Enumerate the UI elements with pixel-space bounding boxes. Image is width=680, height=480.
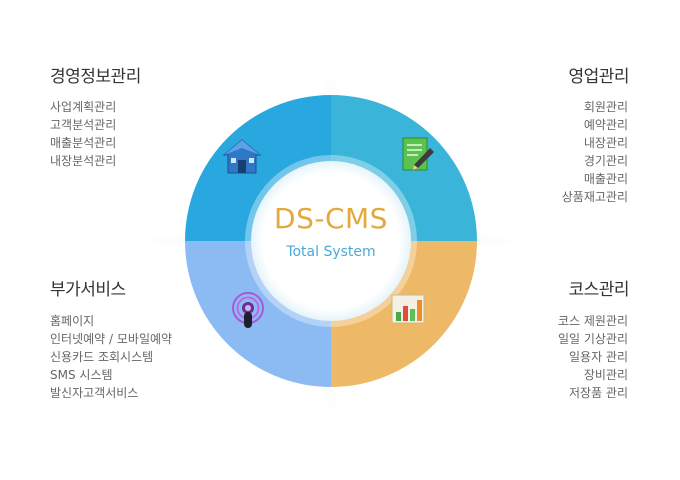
list-item: 일용자 관리 bbox=[568, 350, 628, 364]
list-item: 코스 제원관리 bbox=[557, 314, 628, 328]
list-item: 발신자고객서비스 bbox=[50, 386, 139, 400]
document-pencil-icon bbox=[402, 137, 434, 171]
list-item: 회원관리 bbox=[583, 100, 628, 114]
list-item: 신용카드 조회시스템 bbox=[50, 350, 154, 364]
sales-title: 영업관리 bbox=[568, 67, 629, 87]
list-item: 인터넷예약 / 모바일예약 bbox=[50, 332, 173, 346]
list-item: SMS 시스템 bbox=[50, 368, 113, 382]
extra-list: 홈페이지 인터넷예약 / 모바일예약 신용카드 조회시스템 SMS 시스템 발신… bbox=[50, 312, 172, 402]
bar-chart-icon bbox=[391, 294, 425, 324]
house-icon bbox=[222, 139, 262, 174]
list-item: 고객분석관리 bbox=[50, 118, 117, 132]
list-item: 경기관리 bbox=[583, 154, 628, 168]
course-list: 코스 제원관리 일일 기상관리 일용자 관리 장비관리 저장품 관리 bbox=[558, 312, 628, 402]
center-disc bbox=[251, 161, 411, 321]
brand-subtitle: Total System bbox=[286, 244, 376, 260]
list-item: 내장분석관리 bbox=[50, 154, 117, 168]
list-item: 매출분석관리 bbox=[50, 136, 117, 150]
list-item: 저장품 관리 bbox=[568, 386, 628, 400]
list-item: 상품재고관리 bbox=[561, 190, 628, 204]
list-item: 예약관리 bbox=[583, 118, 628, 132]
course-title: 코스관리 bbox=[568, 280, 629, 300]
extra-title: 부가서비스 bbox=[50, 280, 126, 300]
podcast-icon bbox=[232, 292, 264, 328]
list-item: 장비관리 bbox=[583, 368, 628, 382]
sales-list: 회원관리 예약관리 내장관리 경기관리 매출관리 상품재고관리 bbox=[562, 98, 628, 206]
brand-title: DS-CMS bbox=[274, 202, 388, 235]
list-item: 홈페이지 bbox=[50, 314, 95, 328]
list-item: 일일 기상관리 bbox=[557, 332, 628, 346]
list-item: 매출관리 bbox=[583, 172, 628, 186]
management-title: 경영정보관리 bbox=[50, 67, 141, 87]
management-list: 사업계획관리 고객분석관리 매출분석관리 내장분석관리 bbox=[50, 98, 116, 170]
list-item: 내장관리 bbox=[583, 136, 628, 150]
list-item: 사업계획관리 bbox=[50, 100, 117, 114]
